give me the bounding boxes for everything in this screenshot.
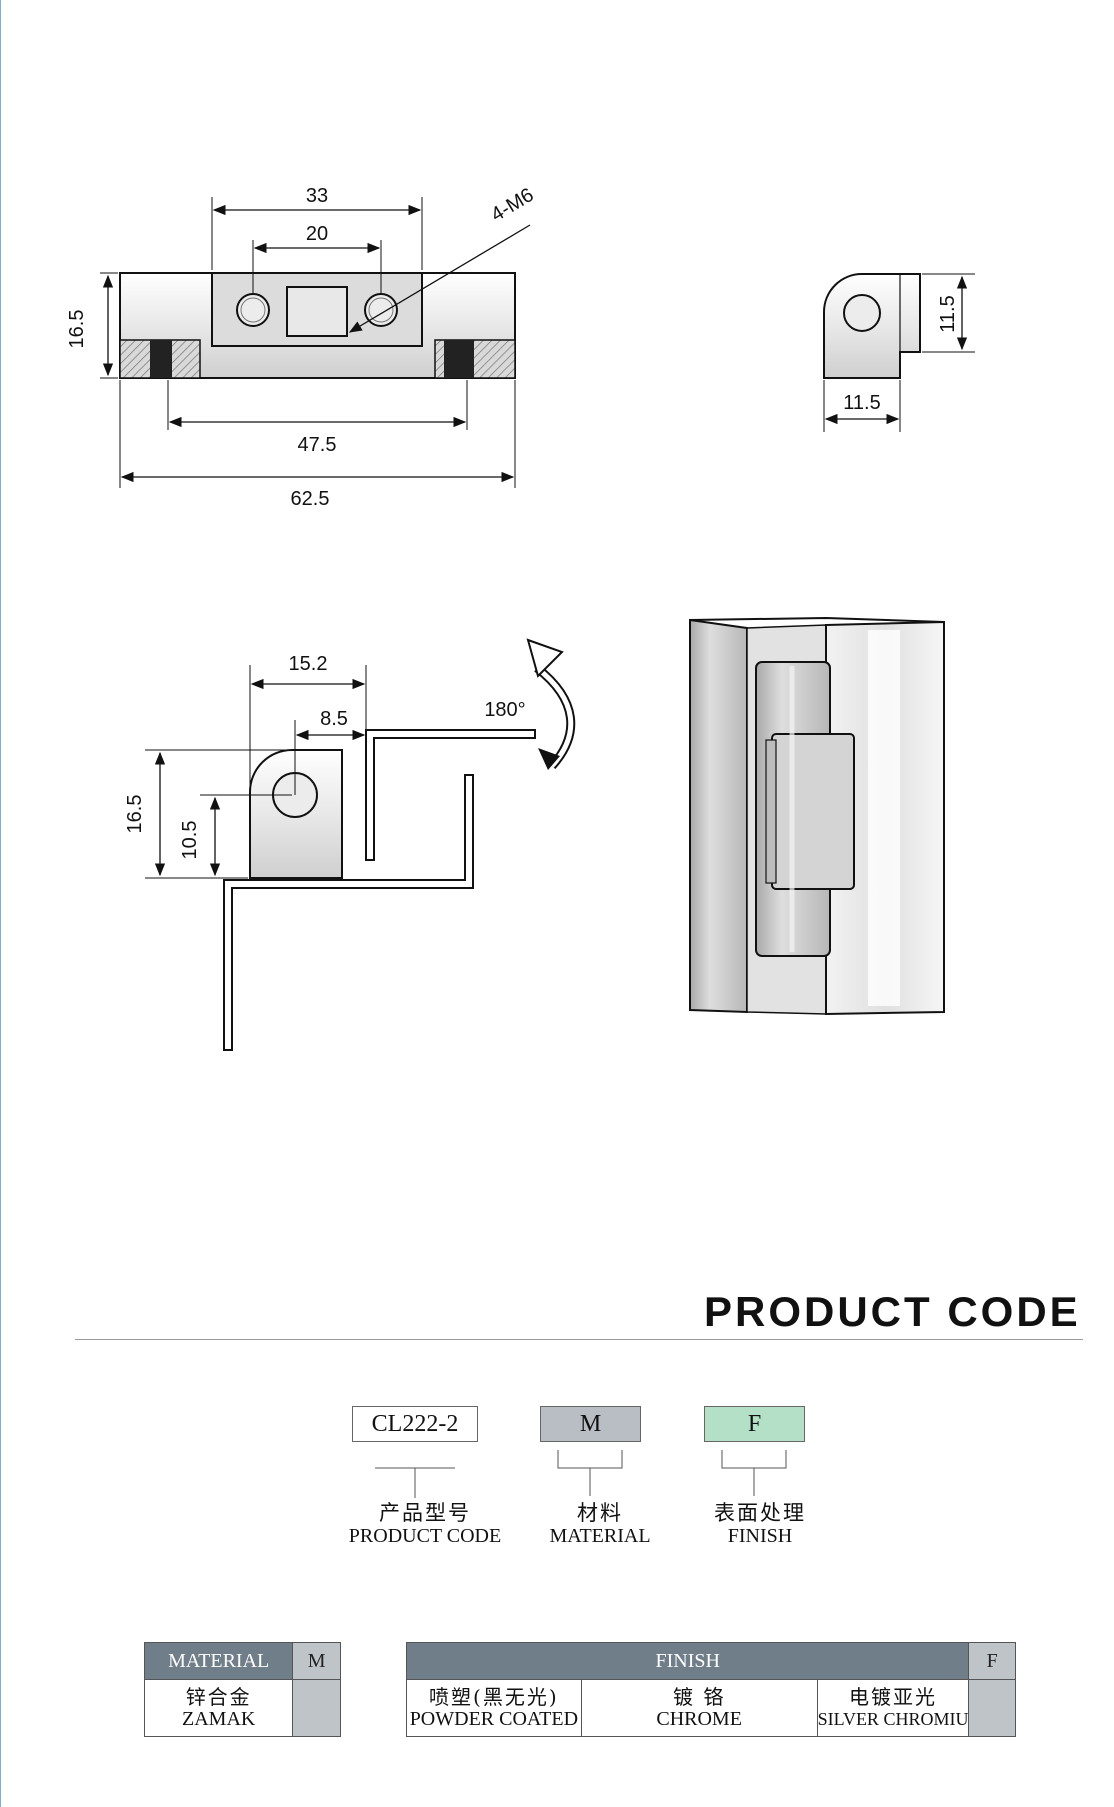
page-edge-line [0,0,1,1807]
finish-option-chrome-en: CHROME [656,1708,742,1730]
rotation-view: 15.2 8.5 16.5 10.5 180° [124,638,576,1051]
side-view: 11.5 11.5 [823,273,975,432]
dim-16-5-label: 16.5 [124,795,146,834]
side-dim-width-label: 11.5 [843,392,880,414]
front-view: 33 20 4-M6 16.5 47.5 62.5 [66,184,538,510]
finish-label-en: FINISH [727,1525,793,1547]
material-code-cell [292,1679,341,1737]
finish-option-powder-en: POWDER COATED [409,1708,579,1730]
finish-table-code: F [968,1642,1016,1680]
product-code-box: CL222-2 [352,1406,478,1442]
finish-table-header: FINISH [405,1642,970,1680]
material-label-en: MATERIAL [549,1525,651,1547]
side-dim-height-label: 11.5 [937,295,959,332]
finish-option-powder-cn: 喷塑(黑无光) [429,1685,559,1709]
angle-label: 180° [484,699,525,721]
product-code-label: 产品型号 PRODUCT CODE [335,1502,515,1548]
material-table-code: M [292,1642,341,1680]
dim-62-5-label: 62.5 [291,488,330,510]
dim-holes-label: 4-M6 [487,184,537,226]
finish-option-silver-en: SILVER CHROMIU [817,1709,969,1729]
material-option-en: ZAMAK [182,1708,256,1730]
finish-option-chrome-cn: 镀 铬 [672,1685,726,1709]
finish-option-powder: 喷塑(黑无光) POWDER COATED [406,1679,582,1737]
material-table-header: MATERIAL [143,1642,294,1680]
section-divider [75,1339,1083,1340]
finish-option-chrome: 镀 铬 CHROME [580,1679,818,1737]
material-code-box: M [540,1406,641,1442]
finish-option-silver-cn: 电镀亚光 [849,1685,938,1709]
material-option: 锌合金 ZAMAK [143,1679,294,1737]
dim-33-label: 33 [306,185,328,207]
finish-label: 表面处理 FINISH [690,1502,830,1548]
finish-code-cell [968,1679,1016,1737]
hinge-render [689,616,945,1016]
material-table: MATERIAL M 锌合金 ZAMAK [143,1642,341,1737]
finish-code-box: F [704,1406,805,1442]
dim-20-label: 20 [306,223,328,245]
product-code-label-cn: 产品型号 [379,1501,471,1525]
technical-drawing: 33 20 4-M6 16.5 47.5 62.5 11.5 11.5 [66,184,975,1051]
material-option-cn: 锌合金 [185,1685,252,1709]
material-label: 材料 MATERIAL [530,1502,670,1548]
dim-47-5-label: 47.5 [298,434,337,456]
finish-option-silver: 电镀亚光 SILVER CHROMIU [816,1679,970,1737]
finish-label-cn: 表面处理 [714,1501,806,1525]
material-bracket [557,1450,623,1496]
dim-height-label: 16.5 [66,310,88,349]
finish-table: FINISH F 喷塑(黑无光) POWDER COATED 镀 铬 CHROM… [405,1642,1016,1737]
material-label-cn: 材料 [577,1501,623,1525]
dim-15-2-label: 15.2 [289,653,328,675]
product-code-bracket [375,1467,455,1498]
finish-bracket [721,1450,787,1496]
dim-8-5-label: 8.5 [320,708,348,730]
product-code-label-en: PRODUCT CODE [348,1525,502,1547]
dim-10-5-label: 10.5 [179,821,201,860]
product-code-title: PRODUCT CODE [704,1288,1081,1335]
